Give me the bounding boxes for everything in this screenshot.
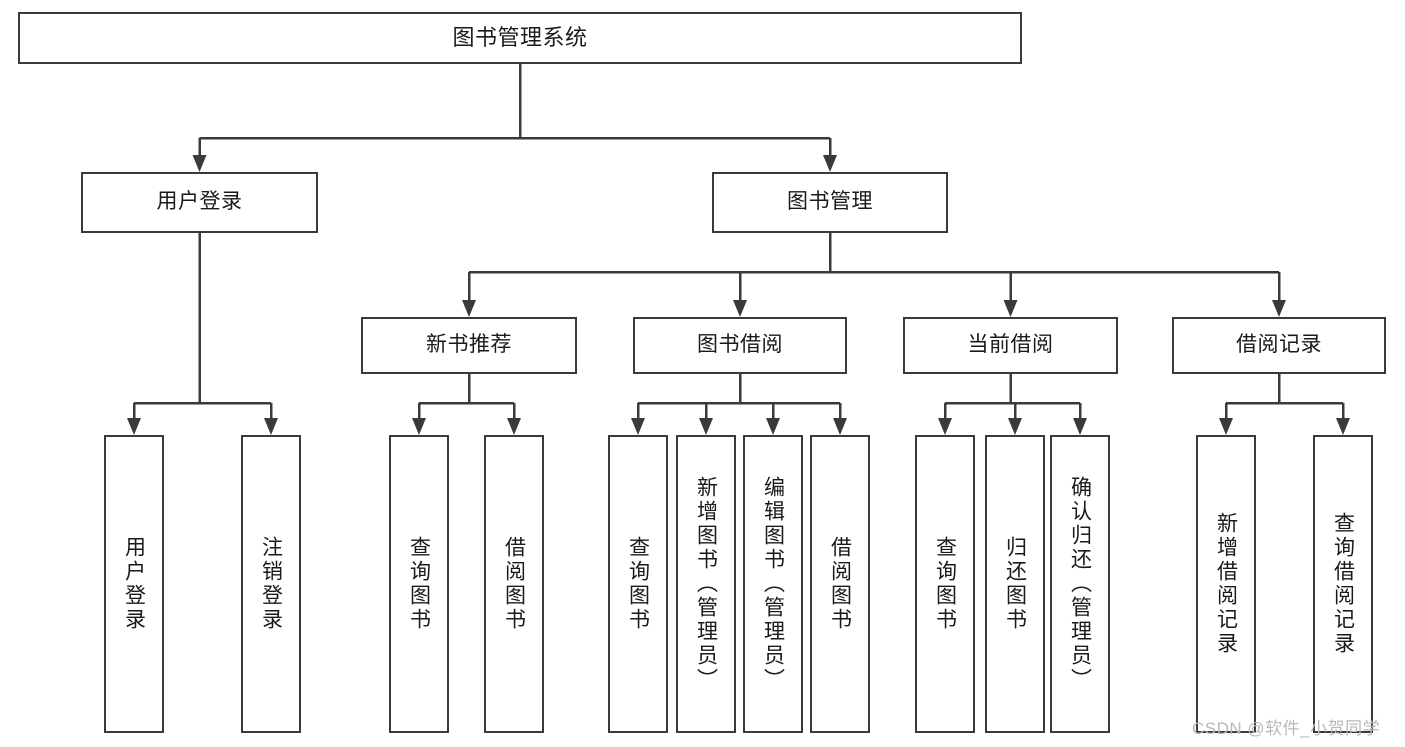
node-label-leaf-borrow-book-2: 借阅图书 <box>828 536 852 632</box>
node-label-leaf-query-book-3: 查询图书 <box>933 536 957 632</box>
arrow-head-leaf-query-record <box>1336 418 1350 435</box>
node-leaf-add-book[interactable]: 新增图书（管理员） <box>676 435 736 733</box>
arrow-head-current-borrow <box>1003 300 1018 317</box>
arrow-head-leaf-query-book-1 <box>412 418 426 435</box>
arrow-head-borrow-record <box>1272 300 1286 317</box>
node-leaf-borrow-book-2[interactable]: 借阅图书 <box>810 435 870 733</box>
node-leaf-return-book[interactable]: 归还图书 <box>985 435 1045 733</box>
node-leaf-query-record[interactable]: 查询借阅记录 <box>1313 435 1373 733</box>
node-label-leaf-edit-book: 编辑图书（管理员） <box>761 476 785 692</box>
node-label-book-borrow: 图书借阅 <box>697 333 783 357</box>
arrow-head-leaf-user-login <box>127 418 141 435</box>
node-label-leaf-add-book: 新增图书（管理员） <box>694 476 718 692</box>
node-leaf-query-book-1[interactable]: 查询图书 <box>389 435 449 733</box>
node-borrow-record[interactable]: 借阅记录 <box>1172 317 1386 374</box>
node-leaf-borrow-book-1[interactable]: 借阅图书 <box>484 435 544 733</box>
node-book-manage[interactable]: 图书管理 <box>712 172 948 233</box>
node-label-leaf-user-login: 用户登录 <box>122 536 146 632</box>
arrow-head-book-manage <box>823 155 837 172</box>
node-label-leaf-add-record: 新增借阅记录 <box>1214 512 1238 656</box>
node-leaf-confirm-return[interactable]: 确认归还（管理员） <box>1050 435 1110 733</box>
arrow-head-leaf-confirm-return <box>1073 418 1087 435</box>
node-user-login[interactable]: 用户登录 <box>81 172 318 233</box>
arrow-head-leaf-query-book-3 <box>938 418 952 435</box>
arrow-head-leaf-add-record <box>1219 418 1233 435</box>
node-label-borrow-record: 借阅记录 <box>1236 333 1322 357</box>
arrow-head-leaf-borrow-book-2 <box>833 418 847 435</box>
arrow-head-leaf-user-logout <box>264 418 278 435</box>
node-leaf-add-record[interactable]: 新增借阅记录 <box>1196 435 1256 733</box>
arrow-head-leaf-query-book-2 <box>631 418 645 435</box>
arrow-head-leaf-edit-book <box>766 418 780 435</box>
node-leaf-user-login[interactable]: 用户登录 <box>104 435 164 733</box>
node-current-borrow[interactable]: 当前借阅 <box>903 317 1118 374</box>
node-label-root: 图书管理系统 <box>452 25 588 51</box>
node-new-book-rec[interactable]: 新书推荐 <box>361 317 577 374</box>
arrow-head-leaf-borrow-book-1 <box>507 418 521 435</box>
arrow-head-new-book-rec <box>462 300 476 317</box>
arrow-head-user-login <box>192 155 207 172</box>
arrow-head-book-borrow <box>733 300 747 317</box>
arrow-head-leaf-add-book <box>699 418 713 435</box>
node-label-leaf-user-logout: 注销登录 <box>259 536 283 632</box>
node-label-user-login: 用户登录 <box>156 190 243 214</box>
node-label-leaf-return-book: 归还图书 <box>1003 536 1027 632</box>
node-leaf-query-book-3[interactable]: 查询图书 <box>915 435 975 733</box>
node-label-leaf-query-record: 查询借阅记录 <box>1331 512 1355 656</box>
node-label-leaf-query-book-1: 查询图书 <box>407 536 431 632</box>
node-label-book-manage: 图书管理 <box>787 190 873 214</box>
node-leaf-edit-book[interactable]: 编辑图书（管理员） <box>743 435 803 733</box>
node-book-borrow[interactable]: 图书借阅 <box>633 317 847 374</box>
node-leaf-query-book-2[interactable]: 查询图书 <box>608 435 668 733</box>
node-label-current-borrow: 当前借阅 <box>967 333 1054 357</box>
arrow-head-leaf-return-book <box>1008 418 1022 435</box>
node-label-leaf-query-book-2: 查询图书 <box>626 536 650 632</box>
node-root[interactable]: 图书管理系统 <box>18 12 1022 64</box>
node-label-leaf-borrow-book-1: 借阅图书 <box>502 536 526 632</box>
node-label-leaf-confirm-return: 确认归还（管理员） <box>1068 476 1092 692</box>
node-label-new-book-rec: 新书推荐 <box>426 333 512 357</box>
node-leaf-user-logout[interactable]: 注销登录 <box>241 435 301 733</box>
